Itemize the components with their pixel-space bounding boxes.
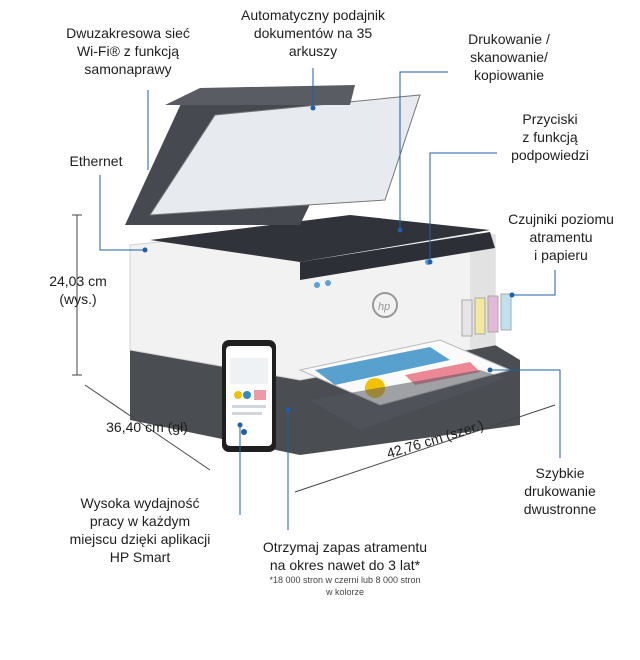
callout-help-line: podpowiedzi <box>511 147 589 163</box>
callout-wifi-line: Dwuzakresowa sieć <box>66 25 190 41</box>
callout-ink-supply-line: Otrzymaj zapas atramentu <box>262 539 428 555</box>
callout-help-buttons: Przyciski z funkcją podpowiedzi <box>490 110 610 164</box>
control-panel <box>300 232 495 280</box>
callout-ink-line: i papieru <box>534 247 588 263</box>
dimension-depth-value: 36,40 cm (gł) <box>106 419 188 435</box>
callout-adf-line: Automatyczny podajnik <box>241 7 385 23</box>
scanner-bed <box>150 215 490 262</box>
callout-print-line: skanowanie/ <box>470 49 548 65</box>
dimension-depth: 36,40 cm (gł) <box>82 418 212 436</box>
width-dimension-line <box>294 404 556 493</box>
footnote-line: w kolorze <box>325 587 364 597</box>
callout-ink-supply: Otrzymaj zapas atramentu na okres nawet … <box>240 538 450 574</box>
callout-duplex-line: drukowanie <box>524 483 596 499</box>
callout-ethernet: Ethernet <box>56 152 136 170</box>
callout-duplex: Szybkie drukowanie dwustronne <box>505 464 615 518</box>
callout-print-line: Drukowanie / <box>468 31 550 47</box>
depth-dimension-line <box>84 384 211 471</box>
callout-print-scan-copy: Drukowanie / skanowanie/ kopiowanie <box>444 30 574 84</box>
callout-lines <box>99 68 561 530</box>
ink-tank <box>461 299 473 337</box>
ink-tank <box>500 293 512 331</box>
callout-app: Wysoka wydajność pracy w każdym miejscu … <box>40 494 240 566</box>
ink-tank <box>474 297 486 335</box>
hp-logo-icon <box>372 292 398 318</box>
callout-ethernet-text: Ethernet <box>69 153 123 169</box>
callout-help-line: Przyciski <box>522 111 578 127</box>
callout-ink-line: atramentu <box>529 229 593 245</box>
adf-cover <box>165 85 355 105</box>
ink-tank <box>487 295 499 333</box>
callout-app-line: Wysoka wydajność <box>80 495 200 511</box>
callout-app-line: HP Smart <box>109 549 171 565</box>
output-tray <box>310 370 505 430</box>
svg-text:hp: hp <box>378 301 390 313</box>
dimension-height-unit: (wys.) <box>59 291 97 307</box>
callout-adf-line: arkuszy <box>288 43 338 59</box>
callout-adf: Automatyczny podajnik dokumentów na 35 a… <box>218 6 408 60</box>
callout-app-line: pracy w każdym <box>89 513 191 529</box>
callout-ink-supply-footnote: *18 000 stron w czerni lub 8 000 stron w… <box>240 574 450 598</box>
help-button-icon <box>314 282 320 288</box>
callout-wifi-line: samonaprawy <box>84 61 172 77</box>
callout-wifi-line: Wi-Fi® z funkcją <box>76 43 180 59</box>
callout-print-line: kopiowanie <box>473 67 545 83</box>
dimension-height-value: 24,03 cm <box>49 273 107 289</box>
callout-duplex-line: Szybkie <box>535 465 585 481</box>
footnote-line: *18 000 stron w czerni lub 8 000 stron <box>269 575 421 585</box>
callout-help-line: z funkcją <box>522 129 578 145</box>
callout-ink-line: Czujniki poziomu <box>508 211 614 227</box>
help-button-icon <box>325 280 331 286</box>
callout-ink-sensors: Czujniki poziomu atramentu i papieru <box>492 210 630 264</box>
callout-duplex-line: dwustronne <box>523 501 597 517</box>
callout-app-line: miejscu dzięki aplikacji <box>69 531 211 547</box>
callout-wifi: Dwuzakresowa sieć Wi-Fi® z funkcją samon… <box>48 24 208 78</box>
scanner-glass <box>149 94 421 216</box>
dimension-height: 24,03 cm (wys.) <box>28 272 128 308</box>
callout-ink-supply-line: na okres nawet do 3 lat* <box>269 557 421 573</box>
callout-adf-line: dokumentów na 35 <box>253 25 373 41</box>
